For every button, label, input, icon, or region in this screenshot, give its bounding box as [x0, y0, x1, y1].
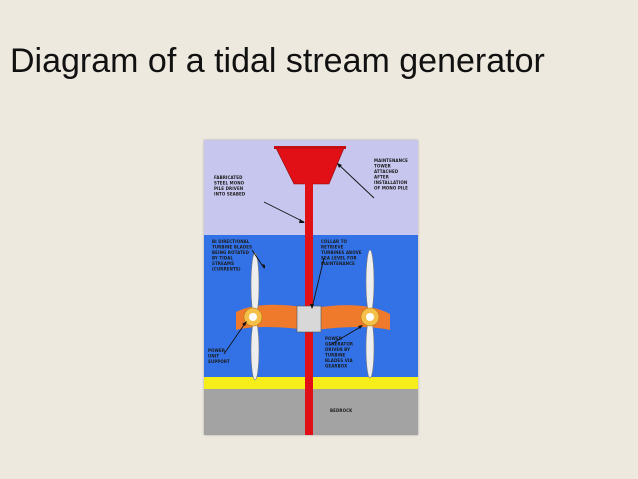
diagram-canvas: MAINTENANCE TOWER ATTACHED AFTER INSTALL… [204, 140, 418, 435]
label-mono-pile: FABRICATED STEEL MONO PILE DRIVEN INTO S… [214, 175, 246, 197]
left-turbine-blade-upper [250, 252, 260, 318]
label-collar: COLLAR TO RETRIEVE TURBINES ABOVE SEA LE… [321, 239, 363, 266]
label-bedrock: BEDROCK [330, 408, 353, 413]
right-turbine-blade-upper [365, 249, 375, 315]
left-turbine-hub-center [249, 313, 257, 321]
label-turbine-blades: BI DIRECTIONAL TURBINE BLADES BEING ROTA… [212, 239, 254, 272]
right-turbine-blade-lower [365, 317, 375, 379]
label-maintenance-tower: MAINTENANCE TOWER ATTACHED AFTER INSTALL… [374, 158, 409, 191]
label-power-unit-support: POWER UNIT SUPPORT [208, 348, 230, 364]
slide-title: Diagram of a tidal stream generator [10, 42, 545, 80]
collar [296, 305, 322, 333]
tidal-generator-diagram: MAINTENANCE TOWER ATTACHED AFTER INSTALL… [204, 140, 418, 435]
leader-lines [223, 163, 375, 355]
left-turbine-blade-lower [250, 319, 260, 381]
right-turbine-hub-center [366, 313, 374, 321]
arrowheads [242, 163, 363, 329]
tower-deck [274, 146, 346, 149]
label-power-generator: POWER GENERATOR DRIVEN BY TURBINE BLADES… [325, 336, 355, 369]
